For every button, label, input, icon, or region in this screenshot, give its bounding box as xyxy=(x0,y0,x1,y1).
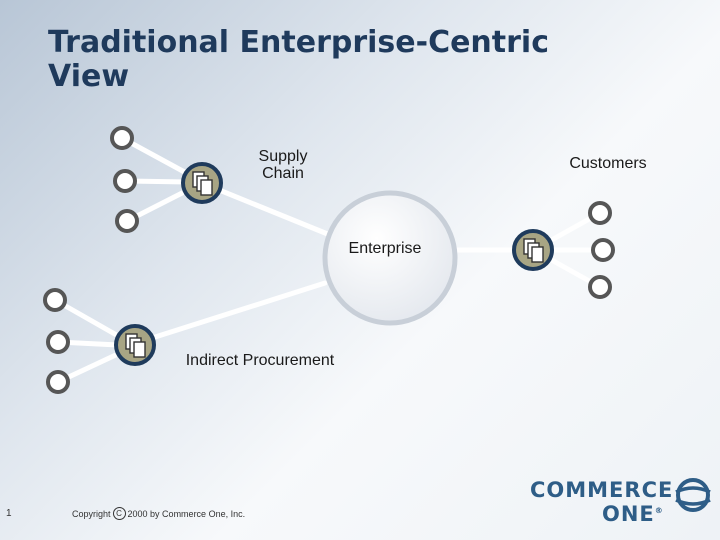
connector-supply-node1 xyxy=(119,135,193,178)
endpoint-nodes xyxy=(43,126,615,394)
copyright-symbol: C xyxy=(112,507,126,520)
supply-node-1 xyxy=(110,126,134,150)
page-number: 1 xyxy=(6,508,12,519)
supply-node-3 xyxy=(115,209,139,233)
customer-node-3 xyxy=(588,275,612,299)
slide-title: Traditional Enterprise-Centric View xyxy=(48,26,549,94)
connector-indirect-node1 xyxy=(52,297,123,340)
connector-indirect-enterprise xyxy=(127,280,328,348)
logo-wordmark-line1: COMMERCE xyxy=(530,478,674,502)
customers-label: Customers xyxy=(569,155,647,172)
supply-chain-label-line2: Chain xyxy=(262,165,304,182)
logo-wordmark-line2-text: ONE xyxy=(602,502,655,526)
indirect-node-2 xyxy=(46,330,70,354)
customer-node-1 xyxy=(588,201,612,225)
commerce-one-logo: COMMERCE ONE® xyxy=(528,474,714,532)
indirect-node-3 xyxy=(46,370,70,394)
copyright-prefix: Copyright xyxy=(72,508,111,519)
slide-title-line2: View xyxy=(48,59,130,94)
registered-mark: ® xyxy=(654,506,664,515)
enterprise-hub xyxy=(322,190,458,326)
indirect-procurement-label: Indirect Procurement xyxy=(185,352,335,369)
customers-hub xyxy=(512,229,554,271)
indirect-node-1 xyxy=(43,288,67,312)
logo-wordmark-line2: ONE® xyxy=(602,502,664,526)
supply-chain-label-line1: Supply xyxy=(258,148,308,165)
copyright-suffix: 2000 by Commerce One, Inc. xyxy=(127,508,246,519)
enterprise-label: Enterprise xyxy=(348,240,422,257)
supply-chain-hub xyxy=(181,162,223,204)
connector-supply-enterprise xyxy=(199,180,333,238)
slide-title-line1: Traditional Enterprise-Centric xyxy=(48,25,549,60)
copyright-notice: Copyright C 2000 by Commerce One, Inc. xyxy=(72,507,245,520)
customer-node-2 xyxy=(591,238,615,262)
globe-swoosh-icon xyxy=(675,478,711,512)
supply-chain-label: Supply Chain xyxy=(238,148,328,182)
indirect-procurement-hub xyxy=(114,324,156,366)
supply-node-2 xyxy=(113,169,137,193)
